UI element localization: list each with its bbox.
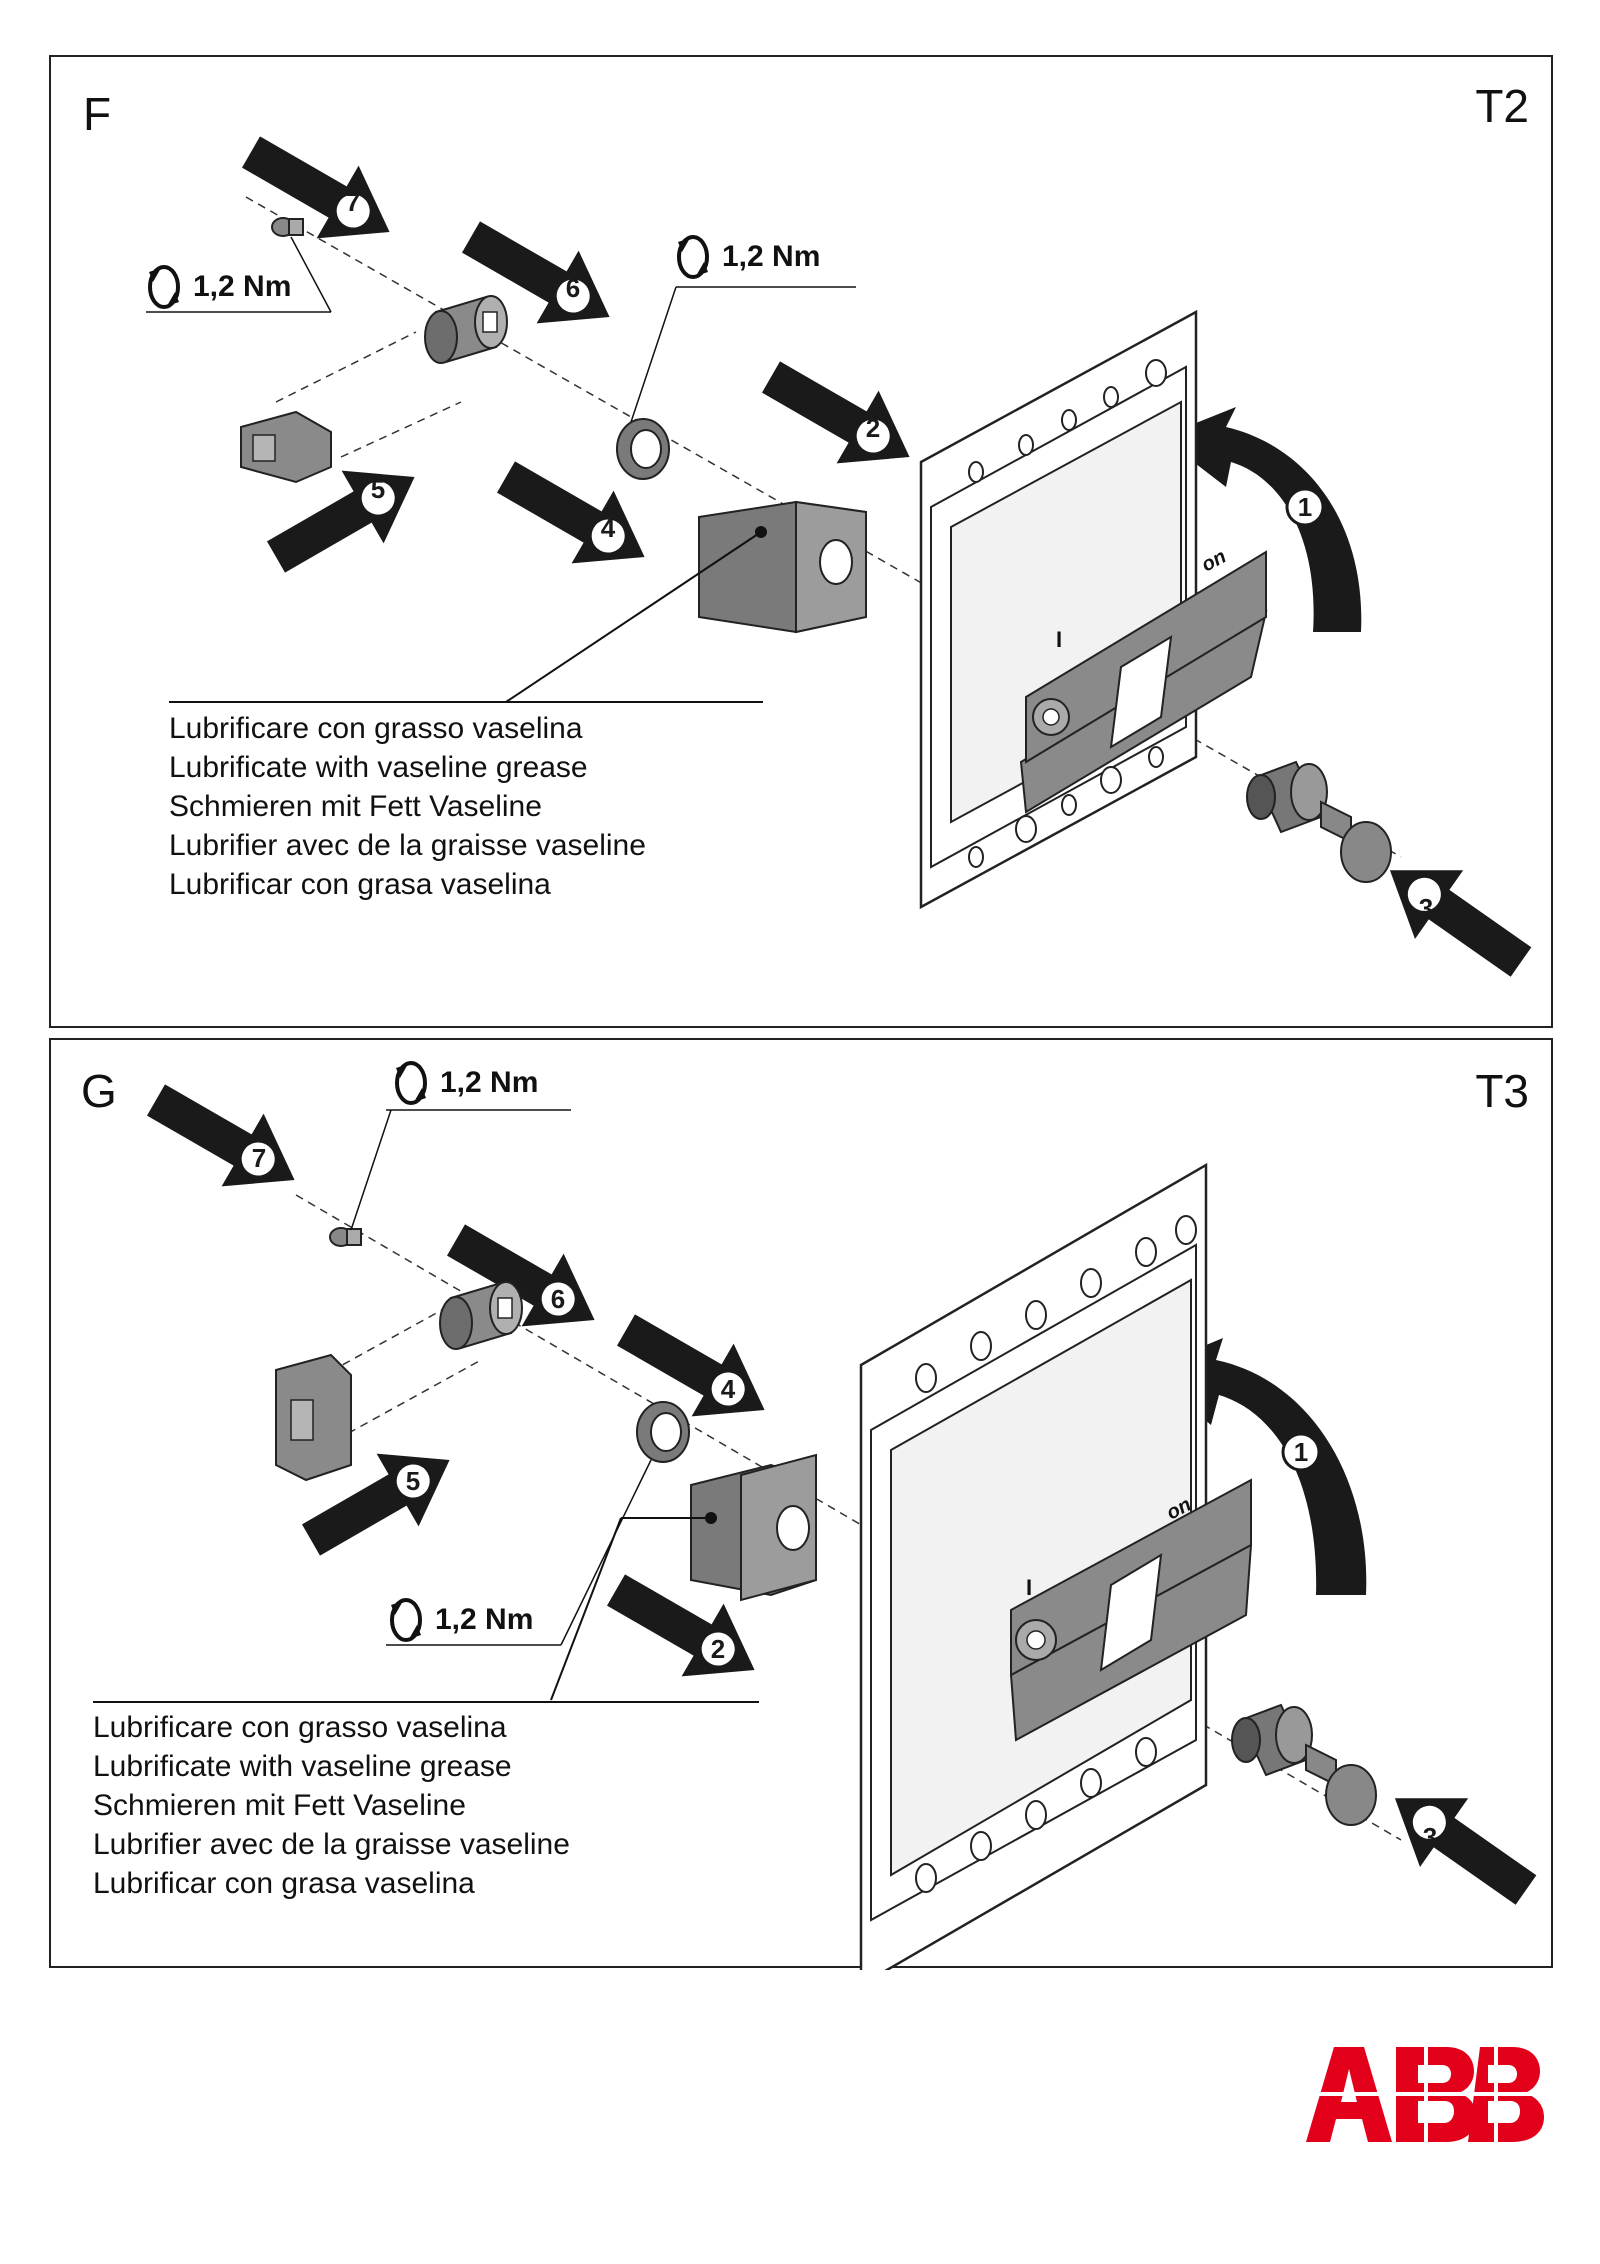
lube-line-de: Schmieren mit Fett Vaseline	[169, 790, 542, 823]
key-lock-part	[1231, 1703, 1377, 1826]
torque-value: 1,2 Nm	[193, 270, 292, 303]
assembly-drawing-t3: 7 6 4 5 2 3 1	[93, 1084, 1537, 1970]
lube-line-es: Lubrificar con grasa vaselina	[169, 868, 551, 901]
step-num-5: 5	[371, 474, 385, 504]
assembly-drawing-t2: 7 6 5 4 2 3 1	[146, 136, 1532, 977]
lube-line-de: Schmieren mit Fett Vaseline	[93, 1789, 466, 1822]
panel-f: F T2	[49, 55, 1553, 1028]
switch-mark: I	[1026, 1575, 1032, 1600]
step-num-2: 2	[866, 413, 880, 443]
ring-part	[616, 418, 670, 480]
arrow-step-3	[1389, 870, 1532, 977]
arrow-step-6	[462, 221, 610, 324]
badge-step-1: 1	[1281, 1432, 1321, 1472]
step-num-3: 3	[1423, 1822, 1437, 1852]
panel-letter: G	[81, 1065, 117, 1117]
lube-line-fr: Lubrifier avec de la graisse vaseline	[93, 1828, 570, 1861]
step-num-6: 6	[566, 273, 580, 303]
cylinder-adapter-part	[439, 1281, 523, 1350]
arrow-step-6	[447, 1224, 595, 1327]
bracket-part	[690, 1453, 817, 1602]
torque-icon	[395, 1061, 427, 1105]
torque-label-ring: 1,2 Nm	[668, 232, 820, 282]
lubrication-note: Lubrificare con grasso vaselina Lubrific…	[169, 709, 646, 904]
arrow-step-4	[617, 1314, 765, 1417]
step-num-7: 7	[346, 187, 360, 217]
step-num-5: 5	[406, 1466, 420, 1496]
arrow-step-3	[1394, 1798, 1537, 1905]
lube-line-it: Lubrificare con grasso vaselina	[93, 1711, 507, 1744]
arrow-step-1	[1161, 407, 1362, 632]
step-num-6: 6	[551, 1284, 565, 1314]
step-num-2: 2	[711, 1634, 725, 1664]
step-arrows	[242, 136, 1532, 977]
torque-value: 1,2 Nm	[722, 240, 821, 273]
lube-line-en: Lubrificate with vaseline grease	[93, 1750, 512, 1783]
block-part	[275, 1353, 352, 1482]
screw-part	[271, 217, 304, 237]
step-num-7: 7	[252, 1143, 266, 1173]
svg-text:1: 1	[1294, 1437, 1308, 1467]
panel-g: G T3	[49, 1038, 1553, 1970]
torque-label-ring: 1,2 Nm	[381, 1595, 533, 1645]
ring-part	[636, 1401, 690, 1463]
torque-label-screw: 1,2 Nm	[386, 1058, 538, 1108]
torque-value: 1,2 Nm	[440, 1066, 539, 1099]
arrow-step-2	[762, 361, 910, 464]
arrow-step-5	[302, 1453, 450, 1556]
torque-label-screw: 1,2 Nm	[139, 262, 291, 312]
step-num-4: 4	[601, 513, 616, 543]
panel-model: T3	[1475, 1065, 1529, 1117]
abb-logo-mark	[1306, 2047, 1544, 2142]
panel-model: T2	[1475, 80, 1529, 132]
torque-icon	[677, 235, 709, 279]
arrow-step-2	[607, 1574, 755, 1677]
lube-line-fr: Lubrifier avec de la graisse vaseline	[169, 829, 646, 862]
key-lock-part	[1246, 760, 1392, 883]
torque-value: 1,2 Nm	[435, 1603, 534, 1636]
abb-logo	[1306, 2047, 1544, 2142]
arrow-step-4	[497, 461, 645, 564]
bracket-part	[698, 500, 867, 634]
step-num-3: 3	[1419, 893, 1433, 923]
block-part	[240, 410, 332, 484]
switch-mark: I	[1056, 627, 1062, 652]
lube-line-it: Lubrificare con grasso vaselina	[169, 712, 583, 745]
arrow-step-5	[267, 470, 415, 573]
lubrication-note: Lubrificare con grasso vaselina Lubrific…	[93, 1708, 570, 1903]
torque-icon	[148, 265, 180, 309]
step-num-4: 4	[721, 1374, 736, 1404]
cylinder-adapter-part	[424, 295, 508, 364]
torque-icon	[390, 1598, 422, 1642]
on-label: on	[1198, 546, 1230, 577]
lube-line-es: Lubrificar con grasa vaselina	[93, 1867, 475, 1900]
breaker-t3: on I	[859, 1162, 1253, 1970]
lube-line-en: Lubrificate with vaseline grease	[169, 751, 588, 784]
svg-text:1: 1	[1298, 492, 1312, 522]
arrow-step-7	[147, 1084, 295, 1187]
badge-step-1: 1	[1285, 487, 1325, 527]
breaker-t2: on I	[919, 309, 1268, 910]
arrow-step-7	[242, 136, 390, 239]
screw-part	[329, 1227, 362, 1247]
panel-letter: F	[83, 88, 112, 140]
